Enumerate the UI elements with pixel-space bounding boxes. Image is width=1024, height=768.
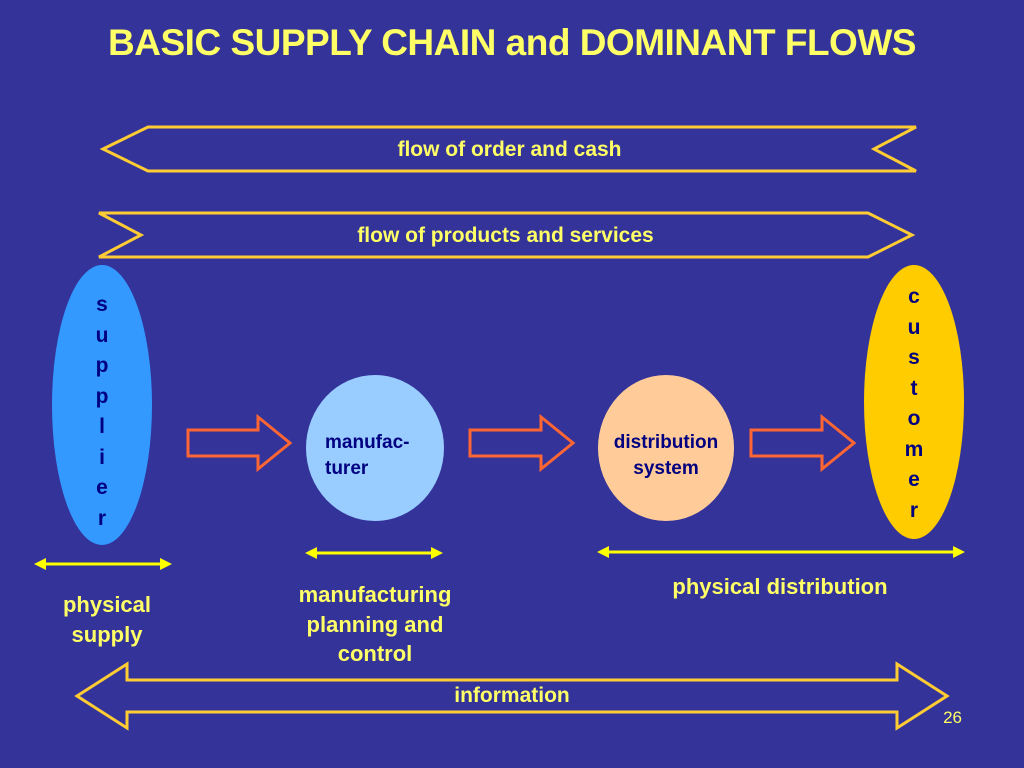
physical-distribution-label: physical distribution [672,574,888,599]
supplier-letter: l [99,415,105,438]
supplier-node [52,265,152,545]
flow-arrow-1 [186,413,293,473]
page-number: 26 [943,708,962,727]
information-band [74,661,950,731]
manufacturer-label-line1: manufac- [325,432,410,453]
page-title: BASIC SUPPLY CHAIN and DOMINANT FLOWS [108,22,916,63]
customer-letter: o [907,407,921,430]
mpc-line2: planning and [306,611,444,637]
distribution-label: distribution system [598,430,734,482]
order-cash-label: flow of order and cash [397,138,622,161]
physical-supply-label: physical supply [37,590,177,649]
supplier-letter: p [95,354,109,377]
supplier-letter: i [99,445,105,469]
physical-supply-line1: physical [62,592,152,617]
supplier-letter: s [96,293,108,316]
information-label: information [454,684,570,707]
customer-letter: m [904,437,924,461]
mpc-line1: manufacturing [298,582,452,607]
customer-node [864,265,964,539]
supplier-letter: u [95,323,109,347]
products-services-band [98,211,916,259]
customer-letter: c [908,285,920,308]
mpc-line3: control [337,641,413,667]
mpc-span-arrow [305,547,443,559]
flow-arrow-2 [468,413,576,473]
customer-letter: e [908,468,920,491]
physical-supply-line2: supply [71,621,143,647]
manufacturer-node [306,375,444,521]
physical-distribution-span-arrow [597,546,965,558]
flow-arrow-3 [749,413,857,473]
distribution-label-line2: system [633,458,699,479]
order-cash-band [99,125,917,173]
customer-letter: s [908,346,920,369]
mpc-label: manufacturing planning and control [270,580,480,669]
customer-letter: t [910,376,918,400]
customer-letter: r [909,498,919,522]
manufacturer-label: manufac- turer [325,430,409,482]
customer-letter: u [907,315,921,339]
manufacturer-label-line2: turer [325,458,369,479]
supplier-letter: e [96,476,108,499]
supplier-letter: r [97,506,107,530]
products-services-label: flow of products and services [357,224,654,247]
distribution-node [598,375,734,521]
supplier-letter: p [95,384,109,408]
physical-supply-span-arrow [34,558,172,570]
distribution-label-line1: distribution [613,432,719,453]
